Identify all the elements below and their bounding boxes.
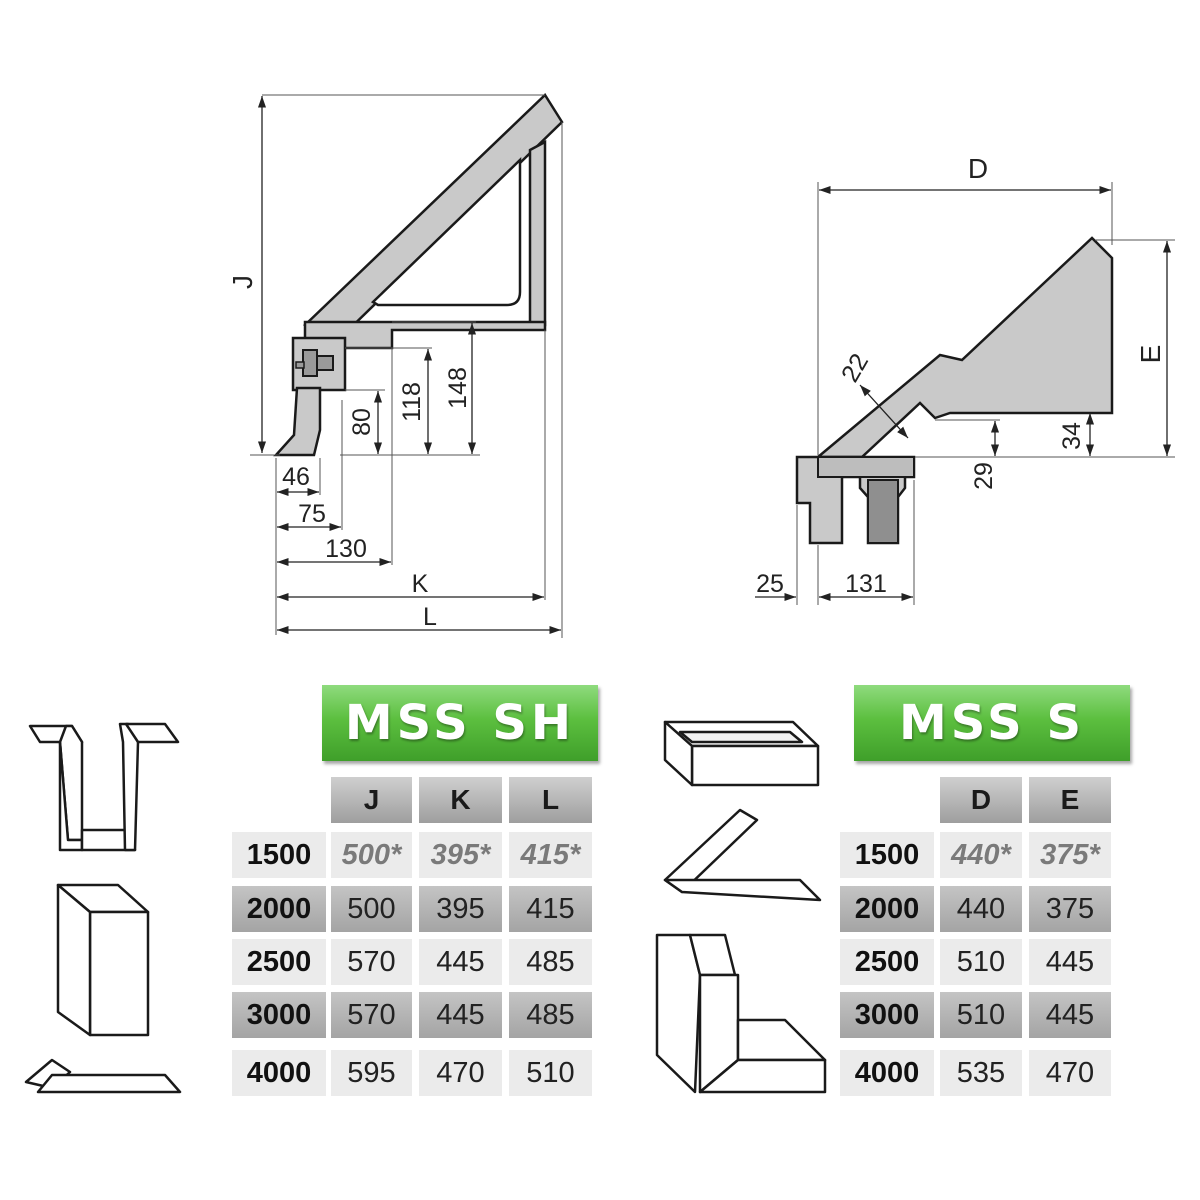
- dim-label-e: E: [1135, 345, 1166, 364]
- dim-label-80: 80: [348, 408, 376, 436]
- dim-label-118: 118: [398, 382, 426, 422]
- sh-cell: 415*: [509, 832, 592, 878]
- s-cell: 535: [940, 1050, 1022, 1096]
- box-profile-icon: [56, 883, 150, 1037]
- tray-profile-icon: [663, 720, 820, 787]
- dim-label-130: 130: [325, 535, 367, 563]
- sh-cell: 570: [331, 939, 412, 985]
- sh-header-k: K: [419, 777, 502, 823]
- s-cell: 440*: [940, 832, 1022, 878]
- dim-label-46: 46: [282, 463, 310, 491]
- dim-label-22: 22: [836, 349, 874, 387]
- s-cell: 440: [940, 886, 1022, 932]
- dim-label-34: 34: [1058, 422, 1086, 450]
- dim-label-131: 131: [845, 570, 887, 598]
- sh-cell: 485: [509, 939, 592, 985]
- dim-label-29: 29: [970, 462, 998, 490]
- sh-row-label-2000: 2000: [232, 886, 326, 932]
- sh-cell: 510: [509, 1050, 592, 1096]
- s-cell: 375: [1029, 886, 1111, 932]
- sh-cell: 395: [419, 886, 502, 932]
- sh-header-j: J: [331, 777, 412, 823]
- flat-hem-profile-icon: [24, 1058, 182, 1094]
- s-header-d: D: [940, 777, 1022, 823]
- s-cell: 510: [940, 939, 1022, 985]
- sh-cell: 485: [509, 992, 592, 1038]
- sh-cell: 500: [331, 886, 412, 932]
- sh-cell: 570: [331, 992, 412, 1038]
- dim-label-l: L: [423, 603, 437, 631]
- mss-sh-title-banner: MSS SH: [322, 685, 598, 761]
- dim-label-d: D: [968, 153, 988, 184]
- s-cell: 445: [1029, 939, 1111, 985]
- v-bend-profile-icon: [663, 808, 822, 902]
- s-row-label-2000: 2000: [840, 886, 934, 932]
- dim-label-148: 148: [444, 367, 472, 409]
- s-row-label-3000: 3000: [840, 992, 934, 1038]
- s-cell: 470: [1029, 1050, 1111, 1096]
- dim-label-75: 75: [298, 500, 326, 528]
- dim-label-j: J: [227, 275, 258, 289]
- mss-sh-tool-drawing: J 46 75 130 K L 80 118 148: [227, 93, 564, 638]
- tool-inner-opening: [370, 157, 522, 307]
- mss-s-tool-drawing: D E 22 34 29 25 131: [755, 153, 1175, 605]
- s-cell: 445: [1029, 992, 1111, 1038]
- sh-cell: 415: [509, 886, 592, 932]
- sh-cell: 470: [419, 1050, 502, 1096]
- sh-row-label-4000: 4000: [232, 1050, 326, 1096]
- tool-back-leg: [528, 139, 547, 327]
- s-cell: 510: [940, 992, 1022, 1038]
- sh-cell: 500*: [331, 832, 412, 878]
- tool-diagonal-arm: [303, 93, 564, 347]
- s-row-label-4000: 4000: [840, 1050, 934, 1096]
- sh-cell: 445: [419, 992, 502, 1038]
- sh-row-label-3000: 3000: [232, 992, 326, 1038]
- tool-lower-stem: [273, 386, 322, 457]
- sh-cell: 595: [331, 1050, 412, 1096]
- sh-cell: 395*: [419, 832, 502, 878]
- sh-cell: 445: [419, 939, 502, 985]
- corner-box-profile-icon: [655, 933, 827, 1094]
- sh-row-label-1500: 1500: [232, 832, 326, 878]
- s-row-label-2500: 2500: [840, 939, 934, 985]
- u-channel-profile-icon: [28, 722, 180, 852]
- sh-header-l: L: [509, 777, 592, 823]
- s-cell: 375*: [1029, 832, 1111, 878]
- sh-row-label-2500: 2500: [232, 939, 326, 985]
- mss-s-title-banner: MSS S: [854, 685, 1130, 761]
- dim-label-k: K: [412, 570, 429, 598]
- s-row-label-1500: 1500: [840, 832, 934, 878]
- dim-label-25: 25: [756, 570, 784, 598]
- s-header-e: E: [1029, 777, 1111, 823]
- tool-clamp-block: [291, 336, 347, 392]
